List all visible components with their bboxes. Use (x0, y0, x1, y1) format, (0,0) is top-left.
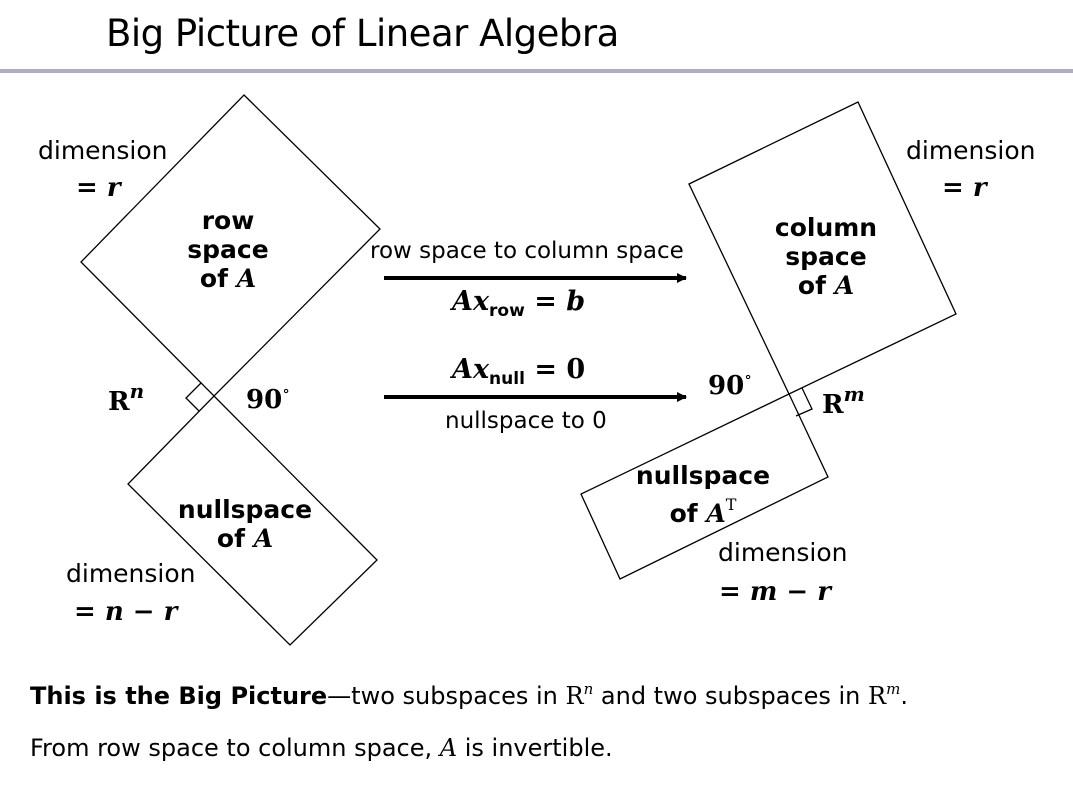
summary-line-2: From row space to column space, A is inv… (30, 734, 613, 762)
arrow1-caption: row space to column space (370, 238, 684, 264)
arrow2-equation: Axnull = 0 (452, 354, 586, 389)
left-nullspace-line1: nullspace (635, 461, 771, 490)
summary-line-1: This is the Big Picture—two subspaces in… (30, 680, 908, 710)
space-rm-label: Rm (822, 382, 865, 420)
column-space-label: column space of A (766, 213, 886, 300)
left-nullspace-dimension-label: dimension (718, 538, 848, 567)
angle-label-left: 90∘ (246, 381, 291, 415)
right-angle-marker-left (185, 382, 202, 412)
nullspace-label: nullspace of A (170, 495, 320, 553)
left-nullspace-dimension-value: = m − r (719, 577, 831, 607)
title-divider (0, 69, 1073, 73)
right-angle-marker-right (795, 387, 813, 417)
column-space-line2: space (785, 242, 867, 271)
column-space-shape (688, 101, 957, 395)
column-space-line1: column (774, 213, 878, 242)
row-space-label: row space of A (168, 206, 288, 293)
left-nullspace-label: nullspace of AT (628, 461, 778, 528)
nullspace-dimension-label: dimension (66, 559, 196, 588)
left-nullspace-shape (580, 393, 829, 580)
column-space-dimension-label: dimension (906, 136, 1036, 165)
nullspace-line2: of A (216, 524, 274, 553)
row-space-line3: of A (199, 264, 257, 293)
column-space-line3: of A (797, 271, 855, 300)
row-space-dimension-value: = r (76, 173, 121, 203)
arrow1-equation: Axrow = b (452, 286, 586, 321)
nullspace-shape (127, 395, 378, 646)
arrow2-caption: nullspace to 0 (445, 408, 607, 434)
nullspace-line1: nullspace (177, 495, 313, 524)
space-rn-label: Rn (108, 379, 145, 417)
row-space-line2: space (187, 235, 269, 264)
angle-label-right: 90∘ (708, 367, 753, 401)
nullspace-dimension-value: = n − r (74, 597, 178, 627)
left-nullspace-line2: of AT (669, 495, 737, 528)
row-space-dimension-label: dimension (38, 136, 168, 165)
page-title: Big Picture of Linear Algebra (106, 12, 619, 55)
row-space-line1: row (201, 206, 255, 235)
column-space-dimension-value: = r (942, 173, 987, 203)
